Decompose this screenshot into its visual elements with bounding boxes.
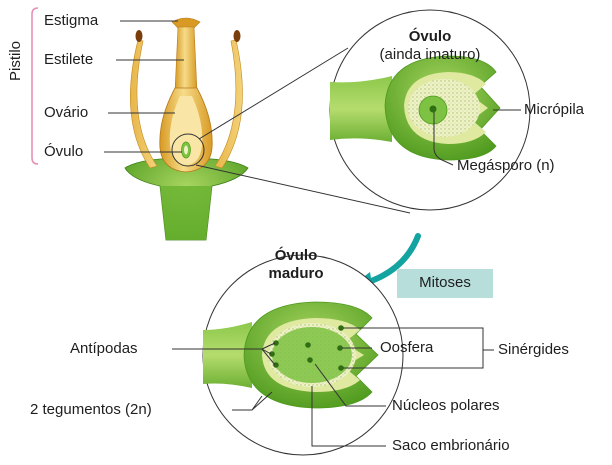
label-egg-cell: Oosfera (380, 339, 433, 357)
label-megaspore: Megásporo (n) (457, 157, 555, 175)
label-style: Estilete (44, 51, 93, 69)
anther-left (136, 30, 143, 42)
label-integuments: 2 tegumentos (2n) (30, 401, 152, 419)
label-ovule: Óvulo (44, 143, 83, 161)
label-micropyle: Micrópila (524, 101, 584, 119)
label-synergids: Sinérgides (498, 341, 569, 359)
immature-ovule-subtitle: (ainda imaturo) (360, 46, 500, 64)
pistil-bracket (32, 8, 38, 164)
polar-nucleus (305, 342, 311, 348)
synergid-nucleus (338, 365, 344, 371)
label-ovary: Ovário (44, 104, 88, 122)
immature-ovule-title: Óvulo (390, 28, 470, 46)
zoom-line-top (199, 48, 348, 139)
polar-nucleus (307, 357, 313, 363)
label-polar-nuclei: Núcleos polares (392, 397, 500, 415)
label-stigma: Estigma (44, 12, 98, 30)
pistil-illustration (32, 8, 248, 240)
egg-cell-nucleus (337, 345, 343, 351)
mitoses-label: Mitoses (397, 274, 493, 292)
stigma-shape (172, 18, 200, 28)
stamen-left (130, 40, 157, 168)
synergid-nucleus (338, 325, 344, 331)
mitoses-badge: Mitoses (397, 269, 493, 298)
anther-right (234, 30, 241, 42)
label-antipodals: Antípodas (70, 340, 138, 358)
mature-ovule-title-2: maduro (256, 265, 336, 283)
mature-ovule-zoom (203, 255, 403, 455)
pistil-group-label: Pistilo (7, 29, 25, 93)
label-embryo-sac: Saco embrionário (392, 437, 510, 455)
mature-ovule-title-1: Óvulo (256, 247, 336, 265)
stamen-right (215, 40, 242, 168)
